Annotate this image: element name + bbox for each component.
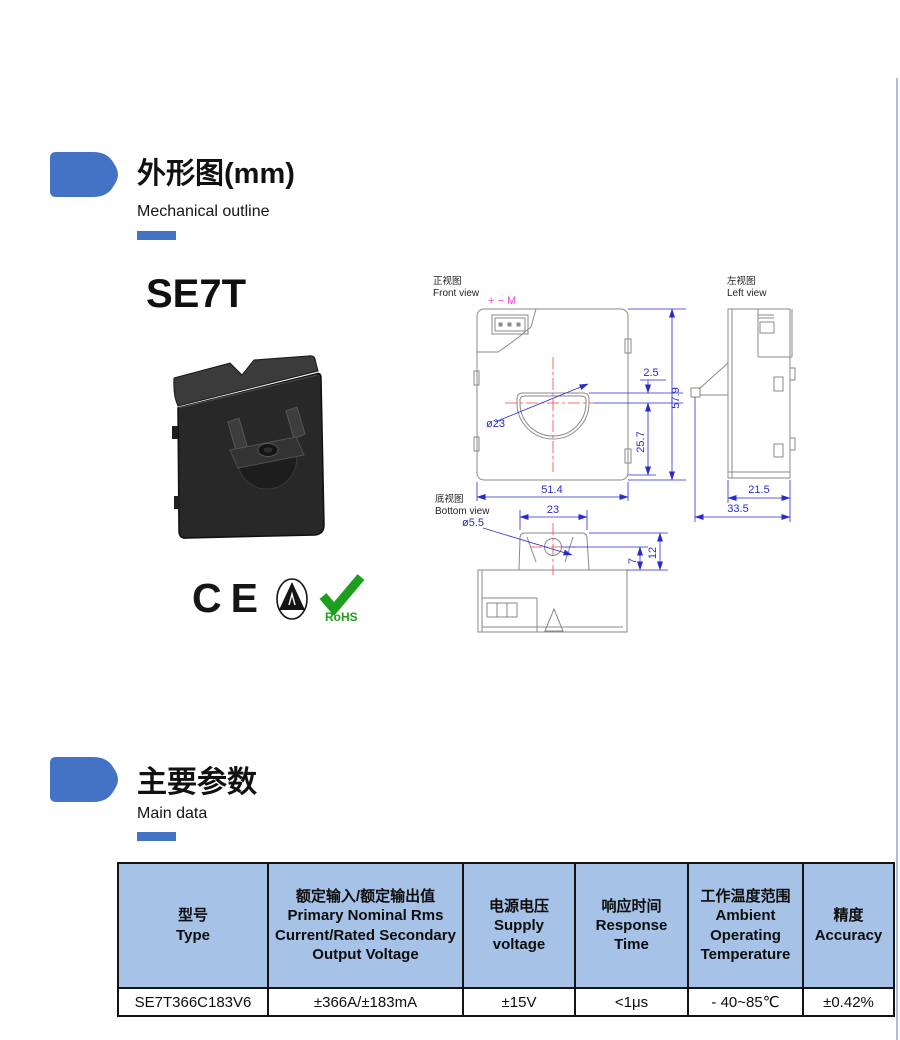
section2-underline bbox=[137, 832, 176, 841]
main-data-table: 型号 Type 额定输入/额定输出值 Primary Nominal Rms C… bbox=[117, 862, 895, 1017]
header-type: 型号 Type bbox=[117, 862, 269, 989]
cell-supply-voltage: ±15V bbox=[462, 987, 576, 1017]
header-response-time-cn: 响应时间 bbox=[601, 897, 662, 915]
rohs-label: RoHS bbox=[324, 610, 358, 624]
header-rated-io: 额定输入/额定输出值 Primary Nominal Rms Current/R… bbox=[267, 862, 464, 989]
table-row: SE7T366C183V6 ±366A/±183mA ±15V <1μs - 4… bbox=[117, 987, 895, 1017]
dim-57-9: 57.9 bbox=[670, 387, 682, 408]
section1-underline bbox=[137, 231, 176, 240]
dim-21-5: 21.5 bbox=[748, 484, 769, 496]
dim-33-5: 33.5 bbox=[727, 503, 748, 515]
technical-drawing: 正视图 Front view + − M bbox=[433, 275, 796, 633]
bottom-view-label-en: Bottom view bbox=[435, 506, 490, 517]
header-operating-temp: 工作温度范围 Ambient Operating Temperature bbox=[687, 862, 804, 989]
header-response-time-en: Response Time bbox=[595, 916, 668, 954]
dim-12: 12 bbox=[647, 547, 659, 559]
section1-title: 外形图(mm) bbox=[137, 158, 295, 190]
rohs-check-icon bbox=[319, 574, 365, 616]
header-operating-temp-en: Ambient Operating Temperature bbox=[700, 907, 791, 963]
bottom-view-label-cn: 底视图 bbox=[435, 493, 464, 505]
rohs-mark: RoHS bbox=[317, 572, 369, 624]
triangle-cert-icon bbox=[276, 578, 308, 620]
header-supply-voltage-cn: 电源电压 bbox=[488, 897, 549, 915]
table-header-row: 型号 Type 额定输入/额定输出值 Primary Nominal Rms C… bbox=[117, 862, 895, 989]
header-accuracy-cn: 精度 bbox=[833, 907, 864, 925]
dim-51-4: 51.4 bbox=[541, 484, 562, 496]
section2-title: 主要参数 bbox=[137, 766, 257, 799]
certification-logos: CE RoHS bbox=[192, 568, 369, 628]
front-view: 正视图 Front view + − M bbox=[433, 275, 686, 501]
header-rated-io-en: Primary Nominal Rms Current/Rated Second… bbox=[275, 907, 456, 963]
header-type-cn: 型号 bbox=[177, 907, 208, 925]
header-supply-voltage: 电源电压 Supply voltage bbox=[462, 862, 576, 989]
section2-accent-shape bbox=[50, 757, 118, 802]
bottom-view: 底视图 Bottom view bbox=[435, 493, 668, 633]
header-rated-io-cn: 额定输入/额定输出值 bbox=[295, 888, 436, 906]
cell-response-time: <1μs bbox=[574, 987, 689, 1017]
front-view-label-cn: 正视图 bbox=[433, 275, 462, 287]
page-edge-line bbox=[896, 78, 898, 1040]
cell-rated-io: ±366A/±183mA bbox=[267, 987, 464, 1017]
dim-7: 7 bbox=[627, 558, 639, 564]
section1-subtitle: Mechanical outline bbox=[137, 203, 270, 220]
header-operating-temp-cn: 工作温度范围 bbox=[700, 888, 791, 906]
front-view-label-en: Front view bbox=[433, 288, 480, 299]
product-model-name: SE7T bbox=[146, 272, 247, 316]
header-accuracy: 精度 Accuracy bbox=[802, 862, 895, 989]
header-type-en: Type bbox=[176, 926, 210, 944]
dim-23: 23 bbox=[547, 504, 559, 516]
connector-polarity-label: + − M bbox=[488, 295, 516, 307]
left-view-label-cn: 左视图 bbox=[727, 275, 756, 287]
dim-2-5: 2.5 bbox=[643, 367, 658, 379]
dim-hole: ø5.5 bbox=[462, 517, 484, 529]
header-response-time: 响应时间 Response Time bbox=[574, 862, 689, 989]
section2-subtitle: Main data bbox=[137, 805, 208, 822]
cell-type: SE7T366C183V6 bbox=[117, 987, 269, 1017]
product-photo bbox=[172, 355, 325, 539]
left-view: 左视图 Left view bbox=[690, 275, 796, 522]
header-accuracy-en: Accuracy bbox=[814, 926, 883, 944]
cell-accuracy: ±0.42% bbox=[802, 987, 895, 1017]
left-view-label-en: Left view bbox=[727, 288, 767, 299]
section1-accent-shape bbox=[50, 152, 118, 197]
dim-25-7: 25.7 bbox=[635, 431, 647, 452]
header-supply-voltage-en: Supply voltage bbox=[492, 916, 546, 954]
ce-mark: CE bbox=[192, 574, 267, 621]
cell-operating-temp: - 40~85℃ bbox=[687, 987, 804, 1017]
dim-aperture: ø23 bbox=[486, 418, 505, 430]
